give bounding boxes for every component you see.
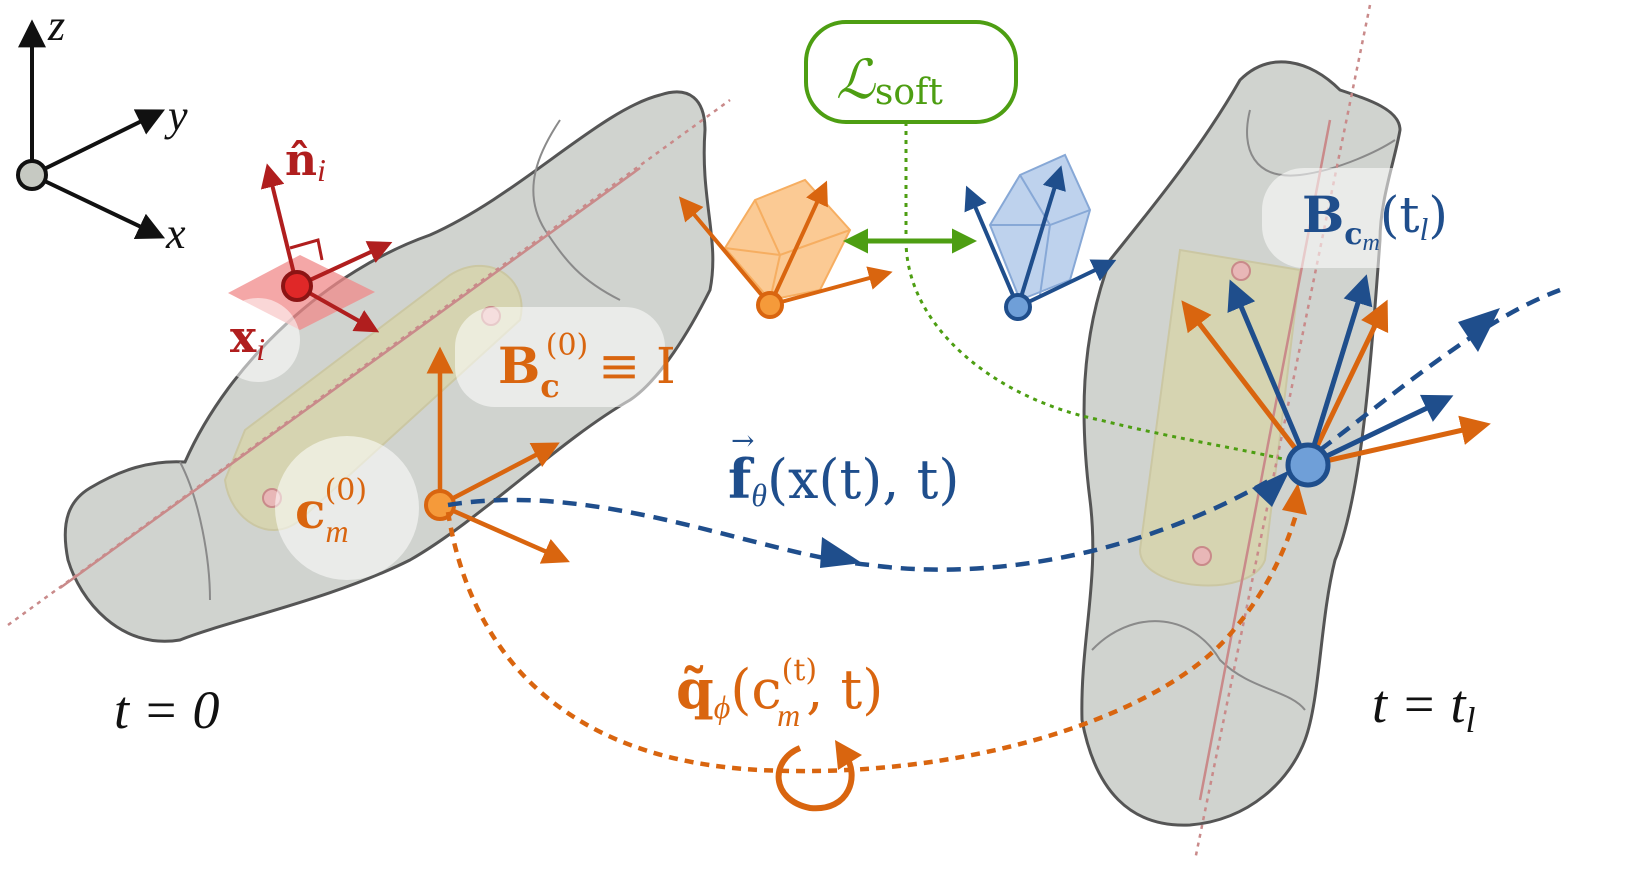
- right-long-axis: [1193, 4, 1372, 861]
- point-label: xi: [230, 312, 265, 367]
- normal-label: n̂i: [285, 135, 326, 188]
- left-bone-condyle: [179, 461, 211, 601]
- right-bone: [1080, 4, 1402, 861]
- time-label-right: t = tl: [1372, 674, 1475, 740]
- flow-arrow-accent: →: [731, 424, 754, 457]
- orange-cube: [723, 178, 852, 302]
- blue-cube-frame: [964, 153, 1117, 321]
- coordinate-axes: z y x: [16, 1, 188, 258]
- basis-t-label-bg: [1262, 168, 1512, 268]
- flow-label: fθ(x(t), t): [728, 447, 959, 513]
- flow-path-continue: [1318, 287, 1561, 452]
- center-label-bg: [275, 436, 419, 580]
- basis-t-label: Bcm(tl): [1302, 185, 1448, 256]
- rotation-arrowhead: [1282, 483, 1307, 515]
- y-axis-arrow: [31, 109, 166, 177]
- normal-arrow: [260, 163, 299, 287]
- loss-connector: ℒsoft: [804, 20, 1296, 464]
- right-cylinder: [1138, 248, 1302, 587]
- rotation-trajectory: q̃ϕ(c(t)m, t): [445, 483, 1307, 812]
- origin-dot-icon: [16, 159, 48, 191]
- right-axis-node-upper: [1231, 261, 1251, 281]
- z-axis-label: z: [47, 1, 65, 50]
- flow-arrowhead-end: [1252, 470, 1290, 507]
- orange-cube-origin: [756, 291, 784, 319]
- orange-cube-frame: [678, 178, 893, 319]
- rotation-label: q̃ϕ(c(t)m, t): [676, 653, 883, 733]
- flow-path-main: [447, 478, 1272, 572]
- basis-label: Bc(0)≡ I: [498, 328, 676, 405]
- flow-arrowhead-mid: [820, 537, 862, 568]
- right-center-frame: Bcm(tl): [1181, 168, 1512, 488]
- right-center-point: [1285, 442, 1331, 488]
- flow-trajectory: fθ(x(t), t) →: [447, 287, 1561, 572]
- basis-label-bg: [455, 307, 665, 407]
- surface-point: [281, 270, 313, 302]
- y-axis-label: y: [164, 91, 188, 140]
- rotation-path: [445, 499, 1303, 774]
- loss-dashed-link: [904, 122, 1296, 464]
- time-label-left: t = 0: [114, 680, 219, 740]
- flow-arrowhead-far: [1458, 308, 1500, 352]
- tangent-arrow-1: [296, 241, 393, 288]
- x-axis-arrow: [31, 173, 166, 240]
- left-bone-head: [532, 119, 621, 301]
- loss-box: [804, 20, 1018, 124]
- x-axis-label: x: [165, 209, 186, 258]
- surface-point-frame: n̂i xi: [216, 135, 393, 382]
- loss-label: ℒsoft: [836, 50, 943, 113]
- center-frame-down-arrow: [439, 502, 570, 564]
- center-frame-right-arrow: [438, 442, 560, 507]
- xi-label-bg: [216, 298, 300, 382]
- right-axis-node-lower: [1192, 546, 1212, 566]
- center-label: cm(0): [295, 473, 367, 549]
- left-center-frame: Bc(0)≡ I cm(0): [275, 307, 676, 580]
- rotation-arrow-icon: [775, 740, 862, 812]
- blue-cube-origin: [1004, 293, 1032, 321]
